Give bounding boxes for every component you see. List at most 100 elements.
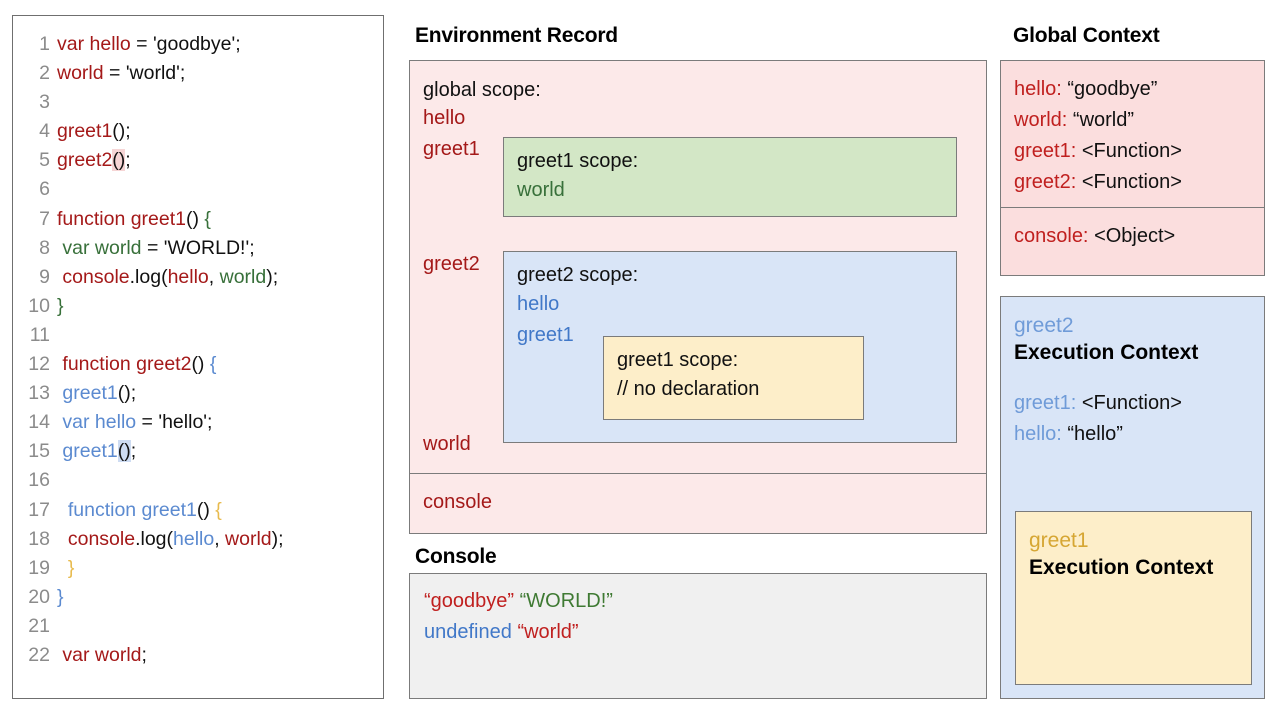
code-line-text: function greet2() { [57,353,216,376]
global-context-value: “world” [1072,109,1135,131]
env-var-greet2: greet2 [423,253,480,275]
console-output-line: undefined “world” [424,621,579,644]
code-line-number: 9 [39,265,50,288]
code-token: = 'world'; [103,62,186,85]
global-context-key: console: [1014,225,1089,247]
code-token: console [67,527,136,550]
code-line-number: 7 [39,207,50,230]
global-scope-region: global scope: hello greet1 greet2 world … [410,61,986,473]
code-line-number: 19 [28,556,50,579]
code-line-number: 5 [39,149,50,172]
greet2-context-row: greet1: <Function> [1014,392,1182,415]
code-token: var hello [57,33,131,55]
code-token: world [219,265,267,288]
global-context-value: <Function> [1081,140,1182,162]
code-line[interactable]: 16 [13,469,383,498]
code-line-number: 13 [28,382,50,405]
code-line-number: 14 [28,411,50,434]
code-line[interactable]: 13 greet1(); [13,382,383,411]
code-line[interactable]: 11 [13,324,383,353]
global-context-panel: hello: “goodbye” world: “world” greet1: … [1000,60,1265,276]
code-line-number: 4 [39,120,50,143]
code-line[interactable]: 12 function greet2() { [13,353,383,382]
console-output-line: “goodbye” “WORLD!” [424,590,613,613]
code-line[interactable]: 20} [13,586,383,615]
code-token: .log( [129,265,168,288]
code-token: greet1 [57,120,113,143]
code-token: world [57,62,104,85]
code-line[interactable]: 10} [13,295,383,324]
global-context-key: greet2: [1014,171,1077,193]
code-line[interactable]: 18 console.log(hello, world); [13,528,383,557]
greet2-context-row: hello: “hello” [1014,423,1123,446]
code-line-number: 20 [28,585,50,608]
global-context-row: world: “world” [1014,109,1134,132]
code-token: (); [112,120,131,143]
code-token: ; [141,643,147,666]
code-line[interactable]: 7 function greet1() { [13,208,383,237]
global-context-value: <Function> [1081,171,1182,193]
greet1-scope-title: greet1 scope: [517,150,639,172]
code-token: var world [62,643,142,666]
code-token: = [130,33,153,55]
code-line-text: var hello = 'goodbye'; [57,33,241,56]
code-token: var world [62,236,142,259]
global-scope-label: global scope: [423,79,541,101]
code-line-text: var world = 'WORLD!'; [57,236,254,260]
code-line[interactable]: 19 } [13,557,383,586]
code-line[interactable]: 4 greet1(); [13,120,383,149]
greet2-context-value: <Function> [1081,392,1182,414]
code-line-text: var hello = 'hello'; [57,411,212,434]
code-line-text: world = 'world'; [57,62,185,85]
code-token: hello [173,527,215,550]
code-line-number: 21 [28,614,50,637]
code-line[interactable]: 3 [13,91,383,120]
greet2-execution-context-name: greet2 [1014,314,1074,337]
code-line-number: 11 [29,323,50,346]
code-token: () [196,498,216,521]
code-token: , [214,527,226,550]
console-panel: “goodbye” “WORLD!” undefined “world” [409,573,987,699]
code-line-number: 8 [39,236,50,259]
code-line[interactable]: 9 console.log(hello, world); [13,266,383,295]
code-line-text: greet2(); [57,149,131,172]
code-token: greet1 [62,440,118,463]
global-context-key: greet1: [1014,140,1077,162]
code-token: { [204,207,211,230]
global-context-row: greet1: <Function> [1014,140,1182,163]
code-token: greet1 [62,382,118,405]
code-line-number: 1 [39,33,50,55]
code-line[interactable]: 8 var world = 'WORLD!'; [13,237,383,266]
code-token: { [215,498,222,521]
code-line-number: 18 [28,527,50,550]
console-heading: Console [415,545,497,568]
code-line-number: 12 [28,353,50,376]
greet1-inner-scope-title: greet1 scope: [617,349,739,371]
code-line[interactable]: 21 [13,615,383,644]
code-token: world [225,527,272,550]
code-line-text: greet1(); [57,440,136,463]
code-line[interactable]: 14 var hello = 'hello'; [13,411,383,440]
global-context-console-row: console: <Object> [1014,225,1175,248]
env-console-entry: console [423,491,492,513]
console-token: “goodbye” [424,590,515,612]
environment-record-panel: global scope: hello greet1 greet2 world … [409,60,987,534]
greet2-scope-entry-greet1: greet1 [517,324,574,346]
code-line[interactable]: 1 var hello = 'goodbye'; [13,33,383,62]
code-line[interactable]: 17 function greet1() { [13,499,383,528]
code-token: , [208,265,220,288]
code-line-text: function greet1() { [57,208,211,231]
greet2-context-value: “hello” [1067,423,1123,445]
code-token: ; [125,149,131,172]
code-line[interactable]: 6 [13,178,383,207]
global-context-row: hello: “goodbye” [1014,78,1157,101]
code-line[interactable]: 22 var world; [13,644,383,673]
code-line[interactable]: 5 greet2(); [13,149,383,178]
code-line-text: console.log(hello, world); [57,266,278,289]
console-token: “world” [517,621,579,643]
greet1-execution-context-name: greet1 [1029,529,1089,552]
code-token: hello [167,265,209,288]
code-line[interactable]: 15 greet1(); [13,440,383,469]
